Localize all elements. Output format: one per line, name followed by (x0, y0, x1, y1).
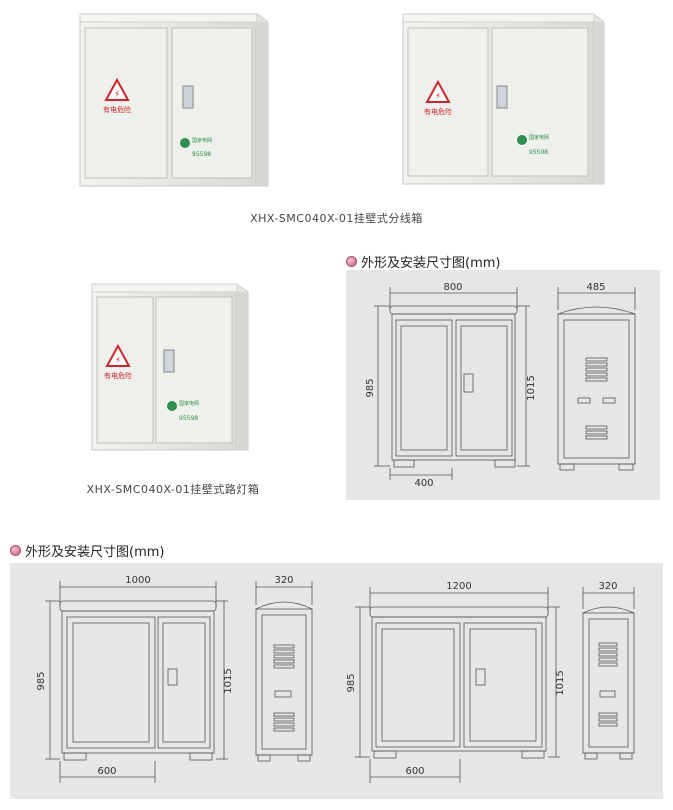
svg-text:国家电网: 国家电网 (529, 134, 549, 141)
svg-text:320: 320 (598, 581, 617, 592)
svg-text:985: 985 (346, 673, 357, 692)
svg-text:⚡: ⚡ (115, 356, 121, 366)
svg-text:⚡: ⚡ (114, 90, 120, 100)
product-caption-2: XHX-SMC040X-01挂壁式路灯箱 (86, 483, 260, 496)
product-caption-1: XHX-SMC040X-01挂壁式分线箱 (250, 212, 423, 225)
svg-text:国家电网: 国家电网 (179, 400, 199, 407)
svg-text:320: 320 (274, 575, 293, 586)
svg-text:国家电网: 国家电网 (192, 137, 212, 144)
svg-text:有电危险: 有电危险 (424, 107, 452, 116)
diagram-panel-small: 800 985 1015 400 485 (346, 270, 660, 500)
cabinet-photo-2: ⚡ 有电危险 国家电网 95598 (402, 13, 605, 185)
svg-text:1000: 1000 (125, 575, 150, 586)
warning-icon (104, 77, 130, 101)
bullet-icon (346, 256, 357, 267)
warning-icon (425, 79, 451, 103)
svg-text:600: 600 (97, 766, 116, 777)
svg-text:⚡: ⚡ (435, 92, 441, 102)
bullet-icon (10, 545, 21, 556)
svg-text:1015: 1015 (555, 670, 566, 695)
svg-text:有电危险: 有电危险 (103, 105, 131, 114)
svg-text:1200: 1200 (446, 581, 471, 592)
dimension-heading-right: 外形及安装尺寸图(mm) (346, 252, 500, 271)
diagram-panel-large: 1000 985 1015 600 320 1200 (10, 563, 663, 799)
svg-text:1015: 1015 (526, 375, 537, 400)
dimension-heading-bottom: 外形及安装尺寸图(mm) (10, 541, 164, 560)
svg-text:600: 600 (405, 766, 424, 777)
svg-text:485: 485 (586, 282, 605, 293)
dimension-drawing-large: 1000 985 1015 600 320 1200 (36, 575, 635, 783)
svg-text:985: 985 (36, 671, 47, 690)
svg-text:985: 985 (365, 378, 376, 397)
cabinet-photo-3: ⚡ 有电危险 国家电网 95598 (91, 283, 249, 451)
svg-text:有电危险: 有电危险 (104, 371, 132, 380)
svg-text:95598: 95598 (192, 151, 211, 158)
warning-icon (105, 343, 131, 367)
dimension-drawing-small: 800 985 1015 400 485 (365, 282, 636, 489)
svg-text:800: 800 (443, 282, 462, 293)
svg-text:95598: 95598 (179, 415, 198, 422)
svg-text:1015: 1015 (223, 668, 234, 693)
svg-text:400: 400 (414, 478, 433, 489)
svg-text:95598: 95598 (529, 149, 548, 156)
cabinet-photo-1: ⚡ 有电危险 国家电网 95598 (79, 13, 269, 187)
